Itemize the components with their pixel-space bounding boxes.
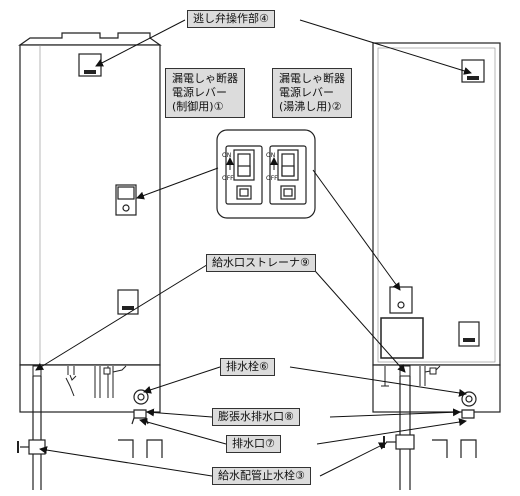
label-breaker-heating: 漏電しゃ断器 電源レバー (湯沸し用)② [272, 68, 352, 118]
right-supply-stop-valve [395, 434, 415, 450]
switch-on-label: ON [222, 152, 231, 159]
label-breaker-heating-line1: 漏電しゃ断器 [279, 72, 345, 85]
left-floor-drain [118, 439, 163, 458]
label-breaker-control-line1: 漏電しゃ断器 [172, 72, 238, 85]
label-drain-plug: 排水栓⑥ [220, 358, 275, 376]
right-breaker-panel [389, 286, 413, 314]
label-breaker-heating-line3: (湯沸し用)② [279, 100, 342, 113]
label-expansion-outlet: 膨張水排水口⑧ [212, 408, 300, 426]
switch-off-label: OFF [222, 175, 234, 182]
right-inspection-window [380, 317, 424, 359]
label-breaker-control-line3: (制御用)① [172, 100, 224, 113]
left-lower-panel [117, 289, 139, 315]
left-unit-body [19, 44, 161, 366]
left-unit-base [19, 364, 161, 413]
label-supply-stop-valve: 給水配管止水栓③ [212, 467, 311, 485]
right-unit [372, 42, 501, 490]
right-lower-panel [458, 321, 480, 347]
label-drain-outlet: 排水口⑦ [226, 435, 281, 453]
left-unit-top-cap [18, 32, 162, 46]
left-unit [17, 32, 163, 490]
label-inlet-strainer: 給水口ストレーナ⑨ [206, 254, 316, 272]
label-breaker-heating-line2: 電源レバー [279, 86, 334, 99]
label-drain-valve-op: 逃し弁操作部④ [187, 10, 275, 28]
switch-on-label-2: ON [266, 152, 275, 159]
label-breaker-control-line2: 電源レバー [172, 86, 227, 99]
switch-off-label-2: OFF [266, 175, 278, 182]
leader-lines [35, 19, 472, 477]
switch-detail [216, 129, 316, 219]
right-floor-drain [432, 439, 477, 458]
right-unit-body [372, 42, 501, 366]
label-breaker-control: 漏電しゃ断器 電源レバー (制御用)① [165, 68, 245, 118]
left-supply-stop-valve [28, 439, 46, 455]
